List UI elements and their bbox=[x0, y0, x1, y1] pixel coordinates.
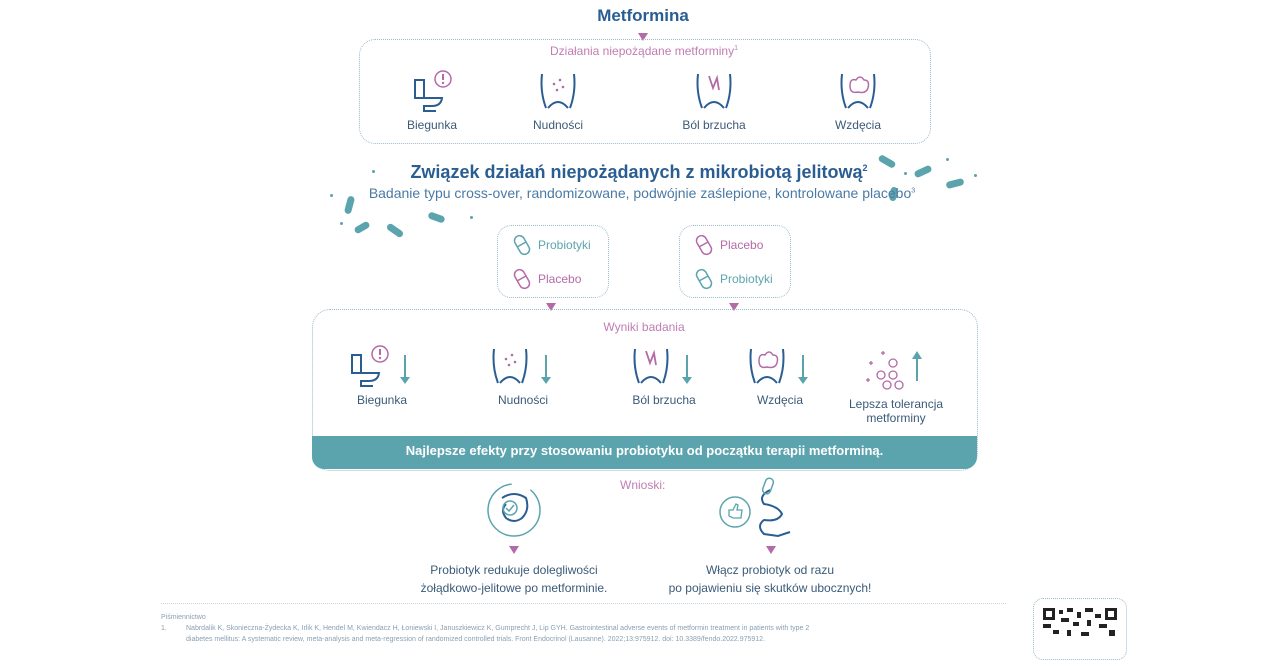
dot-decoration bbox=[470, 216, 473, 219]
results-banner: Najlepsze efekty przy stosowaniu probiot… bbox=[312, 436, 977, 469]
group-a-second: Placebo bbox=[512, 268, 608, 290]
bloating-belly-icon bbox=[840, 73, 876, 109]
page-title: Metformina bbox=[597, 6, 689, 25]
side-effect-bloating: Wzdęcia bbox=[798, 70, 918, 132]
arrow-marker bbox=[729, 303, 739, 311]
arrow-down-icon bbox=[541, 355, 551, 384]
pill-icon bbox=[513, 234, 531, 256]
toilet-icon bbox=[414, 70, 452, 112]
result-bloating: Wzdęcia bbox=[720, 345, 840, 407]
dot-decoration bbox=[340, 222, 343, 225]
study-group-b: Placebo Probiotyki bbox=[679, 225, 791, 298]
reference-1: 1. Nabrdalik K, Skonieczna-Żydecka K, Ir… bbox=[161, 625, 810, 632]
dot-decoration bbox=[946, 158, 949, 161]
conclusion-right: Włącz probiotyk od razu po pojawieniu si… bbox=[668, 563, 872, 595]
side-effect-nausea: Nudności bbox=[498, 70, 618, 132]
arrow-marker bbox=[546, 303, 556, 311]
conclusion-left: Probiotyk redukuje dolegliwości żołądkow… bbox=[420, 563, 608, 595]
intestine-check-icon bbox=[487, 483, 541, 537]
group-a-first: Probiotyki bbox=[512, 234, 608, 256]
result-better-tolerance: Lepsza tolerancja metforminy bbox=[836, 345, 956, 425]
nausea-belly-icon bbox=[492, 348, 551, 384]
arrow-up-icon bbox=[912, 351, 922, 381]
arrow-down-icon bbox=[798, 355, 808, 384]
pill-icon bbox=[695, 234, 713, 256]
side-effects-box bbox=[359, 39, 931, 144]
dot-decoration bbox=[904, 172, 907, 175]
results-label: Wyniki badania bbox=[603, 320, 685, 334]
result-nausea: Nudności bbox=[463, 345, 583, 407]
bacteria-decoration bbox=[353, 220, 371, 235]
results-box bbox=[312, 309, 978, 471]
bacteria-decoration bbox=[427, 211, 446, 224]
bloating-belly-icon bbox=[749, 348, 808, 384]
dot-decoration bbox=[974, 174, 977, 177]
arrow-down-icon bbox=[682, 355, 692, 384]
bacteria-decoration bbox=[385, 222, 405, 239]
pain-belly-icon bbox=[696, 73, 732, 109]
tolerance-icon bbox=[866, 351, 922, 390]
study-heading: Związek działań niepożądanych z mikrobio… bbox=[410, 162, 868, 182]
arrow-down-icon bbox=[400, 355, 410, 384]
study-subheading: Badanie typu cross-over, randomizowane, … bbox=[368, 185, 916, 201]
side-effect-diarrhea: Biegunka bbox=[372, 70, 492, 132]
references: Piśmiennictwo 1. Nabrdalik K, Skonieczna… bbox=[161, 612, 881, 645]
side-effect-abdominal-pain: Ból brzucha bbox=[654, 70, 774, 132]
arrow-marker bbox=[509, 546, 519, 554]
result-abdominal-pain: Ból brzucha bbox=[604, 345, 724, 407]
conclusions-label: Wnioski: bbox=[620, 478, 666, 492]
group-b-first: Placebo bbox=[694, 234, 790, 256]
pill-icon bbox=[695, 268, 713, 290]
result-diarrhea: Biegunka bbox=[322, 345, 442, 407]
divider bbox=[161, 603, 1006, 604]
dot-decoration bbox=[330, 194, 333, 197]
intestine-thumbs-up-icon bbox=[719, 477, 791, 538]
toilet-icon bbox=[351, 345, 410, 387]
group-b-second: Probiotyki bbox=[694, 268, 790, 290]
arrow-marker bbox=[638, 33, 648, 41]
dot-decoration bbox=[372, 170, 375, 173]
qr-code[interactable] bbox=[1033, 598, 1127, 660]
arrow-marker bbox=[766, 546, 776, 554]
pill-icon bbox=[513, 268, 531, 290]
nausea-belly-icon bbox=[540, 73, 576, 109]
side-effects-label: Działania niepożądane metforminy1 bbox=[549, 44, 738, 58]
study-group-a: Probiotyki Placebo bbox=[497, 225, 609, 298]
qr-code-pattern bbox=[1043, 608, 1117, 636]
pain-belly-icon bbox=[633, 348, 692, 384]
